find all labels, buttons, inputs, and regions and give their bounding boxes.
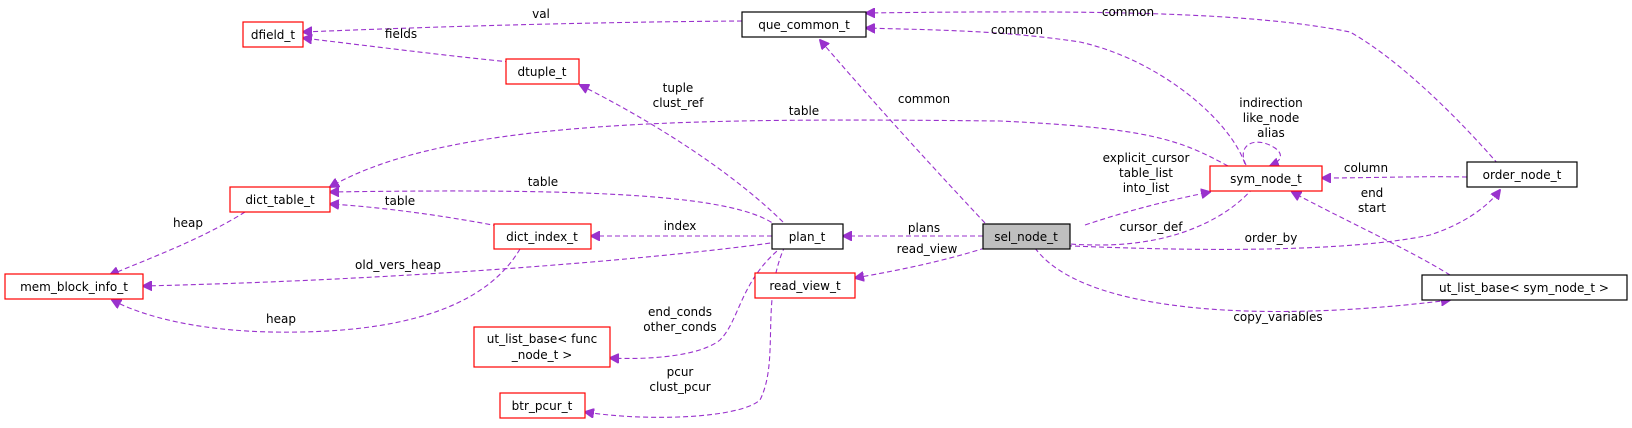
edge-sel_node_t-order_node_t — [1050, 190, 1500, 250]
edge-order_node_t-sym_node_t — [1322, 177, 1468, 178]
edge-label-common-sym: common — [991, 23, 1043, 37]
edge-dict_index_t-dict_table_t — [330, 204, 499, 227]
node-label-mem_block_info_t: mem_block_info_t — [20, 280, 128, 294]
node-label-dfield_t: dfield_t — [251, 28, 296, 42]
node-label-read_view_t: read_view_t — [769, 279, 841, 293]
edge-label-table-index: table — [385, 194, 415, 208]
edge-dict_index_t-mem_block_info_t — [112, 248, 521, 333]
edge-dtuple_t-dfield_t — [303, 38, 511, 63]
edge-que_common_t-dfield_t — [303, 20, 743, 32]
edge-plan_t-dict_table_t — [330, 191, 779, 228]
edge-label-column: column — [1344, 161, 1388, 175]
edge-label-into-list: into_list — [1123, 181, 1170, 195]
edge-label-table-plan: table — [528, 175, 558, 189]
edge-label-heap-index: heap — [266, 312, 296, 326]
edge-label-common-sel: common — [898, 92, 950, 106]
edge-label-like-node: like_node — [1243, 111, 1300, 125]
edge-label-other-conds: other_conds — [643, 320, 716, 334]
edge-label-clust-ref: clust_ref — [653, 96, 705, 110]
node-label-ut_list_base_func-line1: ut_list_base< func — [487, 332, 597, 346]
edge-label-table-sym: table — [789, 104, 819, 118]
edge-label-tuple: tuple — [663, 81, 694, 95]
node-label-plan_t: plan_t — [789, 230, 826, 244]
edge-dict_table_t-mem_block_info_t — [110, 211, 246, 275]
node-dtuple_t[interactable]: dtuple_t — [505, 58, 580, 85]
edge-label-plans: plans — [908, 221, 940, 235]
edge-label-order-by: order_by — [1245, 231, 1298, 245]
node-sym_node_t[interactable]: sym_node_t — [1209, 165, 1323, 192]
edge-label-end-conds: end_conds — [648, 305, 712, 319]
node-label-order_node_t: order_node_t — [1483, 168, 1562, 182]
edge-sym_node_t-dict_table_t — [330, 119, 1229, 187]
node-ut_list_base_func[interactable]: ut_list_base< func _node_t > — [473, 326, 611, 368]
node-label-ut_list_base_func-line2: _node_t > — [511, 348, 573, 362]
node-dict_table_t[interactable]: dict_table_t — [229, 186, 331, 213]
edge-label-read-view: read_view — [897, 242, 958, 256]
edge-plan_t-mem_block_info_t — [143, 241, 779, 286]
edge-sel_node_t-sym_node_t — [1084, 192, 1210, 226]
edge-label-start: start — [1358, 201, 1386, 215]
edge-labels: val fields common common common tuple cl… — [173, 5, 1388, 394]
edge-ut_list_base_sym-sym_node_t — [1292, 192, 1451, 276]
node-que_common_t[interactable]: que_common_t — [741, 11, 867, 38]
edge-label-table-list: table_list — [1119, 166, 1173, 180]
edge-sel_node_t-ut_list_base_sym — [1034, 247, 1450, 313]
node-label-dict_index_t: dict_index_t — [506, 230, 578, 244]
edge-order_node_t-que_common_t — [866, 12, 1499, 165]
edge-label-cursor-def: cursor_def — [1120, 220, 1184, 234]
edge-label-indirection: indirection — [1239, 96, 1303, 110]
node-ut_list_base_sym[interactable]: ut_list_base< sym_node_t > — [1421, 274, 1628, 301]
edge-sym_node_t-que_common_t — [866, 28, 1246, 165]
edge-plan_t-dtuple_t — [580, 85, 784, 223]
node-label-btr_pcur_t: btr_pcur_t — [512, 399, 573, 413]
node-order_node_t[interactable]: order_node_t — [1466, 161, 1578, 188]
node-dict_index_t[interactable]: dict_index_t — [493, 223, 592, 250]
edge-label-common-order: common — [1102, 5, 1154, 19]
edge-label-end: end — [1361, 186, 1384, 200]
nodes: que_common_t dfield_t dtuple_t dict_tabl… — [4, 11, 1628, 419]
edge-label-fields: fields — [385, 27, 417, 41]
edge-sel_node_t-read_view_t — [855, 247, 986, 278]
node-mem_block_info_t[interactable]: mem_block_info_t — [4, 273, 144, 300]
node-sel_node_t[interactable]: sel_node_t — [982, 223, 1071, 250]
edge-label-copy-variables: copy_variables — [1233, 310, 1322, 324]
edge-label-index: index — [664, 219, 697, 233]
edge-plan_t-ut_list_base_func — [610, 245, 784, 358]
edge-label-val: val — [532, 7, 550, 21]
edge-label-heap-table: heap — [173, 216, 203, 230]
edge-label-pcur: pcur — [667, 365, 694, 379]
node-label-que_common_t: que_common_t — [758, 18, 850, 32]
node-label-sym_node_t: sym_node_t — [1230, 172, 1302, 186]
node-label-dtuple_t: dtuple_t — [518, 65, 567, 79]
edge-label-clust-pcur: clust_pcur — [649, 380, 710, 394]
edge-label-old-vers-heap: old_vers_heap — [355, 258, 441, 272]
node-dfield_t[interactable]: dfield_t — [242, 21, 304, 48]
edge-label-explicit-cursor: explicit_cursor — [1103, 151, 1190, 165]
edge-sym_node_t-sym_node_t — [1242, 141, 1281, 166]
node-label-ut_list_base_sym: ut_list_base< sym_node_t > — [1439, 281, 1609, 295]
edge-plan_t-btr_pcur_t — [585, 245, 786, 417]
node-plan_t[interactable]: plan_t — [771, 223, 844, 250]
node-read_view_t[interactable]: read_view_t — [754, 272, 856, 299]
node-label-dict_table_t: dict_table_t — [245, 193, 315, 207]
node-btr_pcur_t[interactable]: btr_pcur_t — [499, 392, 586, 419]
edge-label-alias: alias — [1257, 126, 1285, 140]
edges — [110, 12, 1500, 417]
node-label-sel_node_t: sel_node_t — [994, 230, 1058, 244]
edge-sym_node_t-sel_node_t — [1051, 187, 1254, 245]
edge-sel_node_t-que_common_t — [820, 40, 986, 224]
